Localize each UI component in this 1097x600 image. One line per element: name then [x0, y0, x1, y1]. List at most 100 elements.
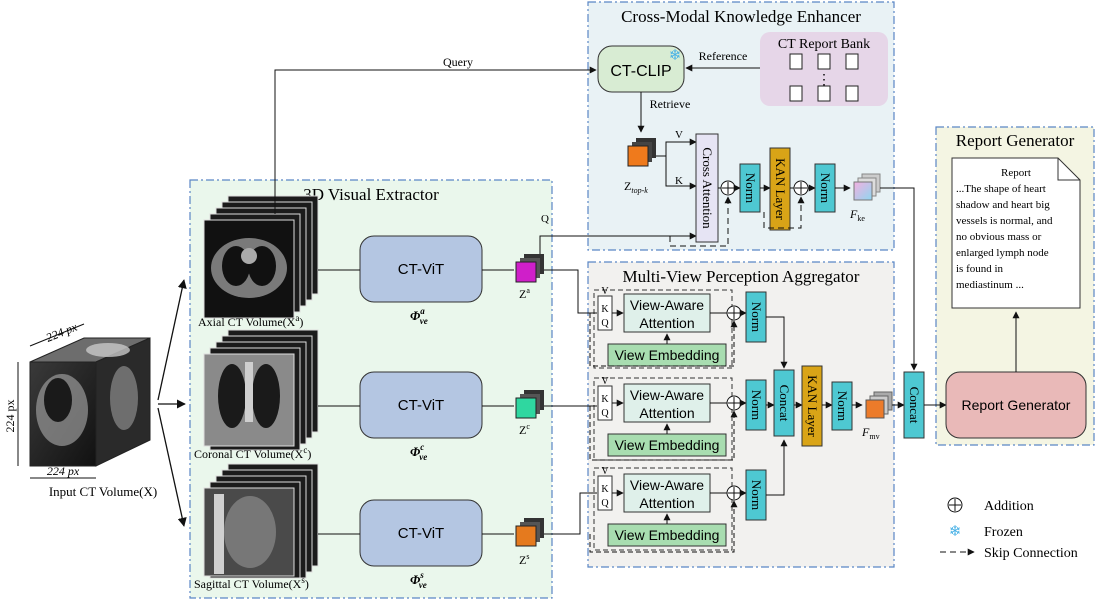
fke-to-concat	[880, 187, 918, 371]
cross-attention-label: Cross Attention	[700, 147, 715, 229]
query-line	[274, 66, 597, 214]
agg-norm-1-label: Norm	[749, 302, 764, 332]
report-document	[951, 157, 1081, 309]
vaa-box-3-line1: View-Aware	[630, 477, 704, 493]
report-bank-label: CT Report Bank	[778, 37, 870, 52]
ztopk-k-line	[665, 156, 697, 190]
coronal-stack	[203, 329, 319, 451]
z-axial-label: Za	[519, 286, 530, 301]
report-line-7: mediastinum ...	[956, 279, 1024, 291]
report-line-1: ...The shape of heart	[956, 183, 1046, 195]
agg-concat-label: Concat	[777, 385, 792, 422]
ztopk-label: Ztop-k	[624, 179, 648, 195]
ct-vit-coronal-label: CT-ViT	[398, 397, 444, 414]
vaa2-k: K	[601, 394, 609, 405]
report-bank-ellipsis: ⋮	[817, 73, 831, 88]
vaa-group-1	[593, 289, 733, 369]
vaa2-q: Q	[601, 408, 609, 419]
vaa-box-1-line2: Attention	[639, 315, 694, 331]
vaa-box-3	[623, 473, 711, 513]
ct-vit-sagittal	[359, 499, 483, 567]
arrow-to-sagittal	[157, 407, 187, 527]
za-q-line	[539, 232, 697, 254]
enhancer-title: Cross-Modal Knowledge Enhancer	[621, 7, 861, 26]
coronal-label: Coronal CT Volume(Xc)	[194, 445, 311, 461]
enh-q-label: Q	[541, 213, 549, 225]
vaa1-q: Q	[601, 318, 609, 329]
report-line-6: is found in	[956, 263, 1004, 275]
agg-skip-2	[589, 406, 738, 461]
dim-bottom-label: 224 px	[47, 464, 80, 478]
legend-frozen-icon: ❄	[949, 523, 962, 540]
report-line-4: no obvious mass or	[956, 231, 1042, 243]
z-axial-cube	[515, 254, 544, 283]
sagittal-label: Sagittal CT Volume(Xs)	[194, 575, 309, 591]
enh-kan-label: KAN Layer	[773, 158, 788, 220]
reference-label: Reference	[699, 49, 748, 63]
z-coronal-cube	[515, 390, 544, 419]
query-label: Query	[443, 55, 473, 69]
vaa-group-2	[593, 377, 733, 461]
vaa-group-3	[593, 467, 733, 551]
fmv-cube	[865, 391, 893, 419]
report-line-2: shadow and heart big	[956, 199, 1050, 211]
fke-label: Fke	[849, 207, 865, 223]
vaa2-v: V	[601, 376, 609, 387]
legend-addition-label: Addition	[984, 499, 1034, 514]
enh-k-label: K	[675, 175, 683, 187]
ct-clip-label: CT-CLIP	[610, 63, 671, 80]
vaa-box-2-line2: Attention	[639, 405, 694, 421]
ct-vit-axial-label: CT-ViT	[398, 261, 444, 278]
report-line-3: vessels is normal, and	[956, 215, 1053, 227]
agg-skip-1	[589, 313, 738, 367]
fmv-label: Fmv	[861, 425, 880, 441]
enh-skip-1	[669, 196, 732, 247]
view-embedding-1-label: View Embedding	[615, 347, 720, 363]
ct-vit-axial	[359, 235, 483, 303]
vaa3-v: V	[601, 466, 609, 477]
vaa1-v: V	[601, 286, 609, 297]
enh-skip-2	[763, 196, 805, 229]
z-sagittal-label: Zs	[519, 552, 529, 567]
enh-norm-1-label: Norm	[743, 173, 758, 203]
enh-kan	[769, 147, 791, 231]
ct-vit-sagittal-label: CT-ViT	[398, 525, 444, 542]
ct-vit-coronal	[359, 371, 483, 439]
axial-label: Axial CT Volume(Xa)	[198, 313, 303, 329]
agg-kan-label: KAN Layer	[805, 375, 820, 437]
sagittal-stack	[203, 463, 319, 579]
legend-skip-label: Skip Connection	[984, 546, 1078, 561]
dim-left-label: 224 px	[3, 400, 17, 433]
enh-norm-2-label: Norm	[818, 173, 833, 203]
report-title: Report	[1001, 167, 1031, 179]
retrieve-label: Retrieve	[650, 97, 691, 111]
arrow-to-axial	[157, 279, 187, 401]
report-line-5: enlarged lymph node	[956, 247, 1049, 259]
gen-concat-label: Concat	[907, 387, 922, 424]
agg-norm-2-label: Norm	[749, 390, 764, 420]
agg-norm-3-label: Norm	[749, 480, 764, 510]
vaa3-k: K	[601, 484, 609, 495]
view-embedding-3-label: View Embedding	[615, 527, 720, 543]
legend-frozen-label: Frozen	[984, 525, 1023, 540]
z-sagittal-cube	[515, 518, 544, 547]
input-ct-cube	[17, 323, 151, 479]
vaa-box-2	[623, 383, 711, 423]
agg-norm-final	[831, 381, 853, 431]
z-coronal-label: Zc	[519, 422, 530, 437]
agg-norm-final-label: Norm	[835, 391, 850, 421]
extractor-title: 3D Visual Extractor	[303, 185, 439, 204]
aggregator-title: Multi-View Perception Aggregator	[623, 267, 860, 286]
vaa1-k: K	[601, 304, 609, 315]
fke-cube	[853, 173, 881, 201]
vaa-box-2-line1: View-Aware	[630, 387, 704, 403]
enh-v-label: V	[675, 129, 683, 141]
ztopk-cube	[627, 138, 656, 167]
vaa-box-1-line1: View-Aware	[630, 297, 704, 313]
axial-stack	[203, 195, 319, 319]
report-generator-label: Report Generator	[962, 397, 1071, 413]
